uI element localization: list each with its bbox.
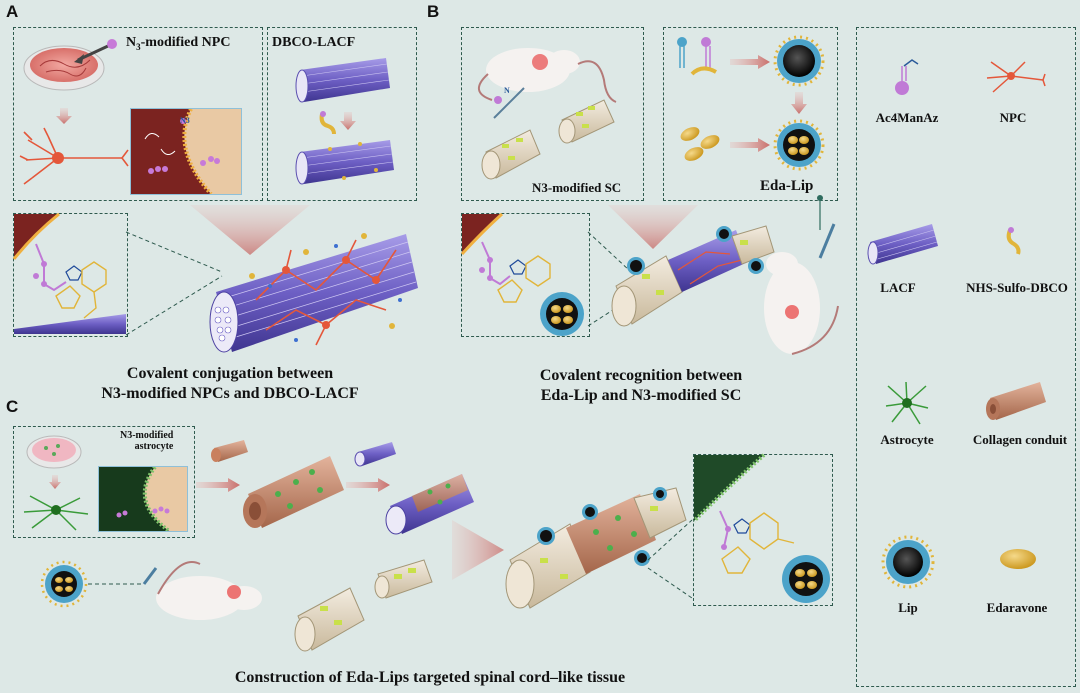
lacf-fiber-bundle — [295, 58, 390, 103]
astrocyte-illustration — [23, 495, 89, 531]
lacf-small — [354, 442, 396, 467]
arrow-down-icon — [340, 112, 356, 130]
arrow-down-icon — [49, 475, 61, 489]
panel-c-caption: Construction of Eda-Lips targeted spinal… — [234, 669, 626, 686]
rat-injection-illustration — [764, 252, 839, 355]
petri-dish-astrocyte — [26, 435, 82, 469]
click-chemistry-structure-c — [692, 453, 830, 603]
arrow-down-icon — [791, 92, 807, 114]
zoom-connector-lines-a — [125, 231, 223, 336]
dbco-linker-icon — [319, 111, 336, 135]
zoom-connector-lines-c — [647, 519, 693, 599]
n-tag: N — [504, 86, 510, 95]
panel-b-lip-box — [663, 27, 838, 201]
collagen-astrocyte-scaffold — [243, 456, 344, 528]
panel-b-caption: Covalent recognition between Eda-Lip and… — [539, 367, 743, 404]
arrow-down-icon — [56, 108, 72, 124]
collagen-conduit-small — [211, 440, 248, 462]
dbco-lacf-fiber-bundle — [295, 140, 394, 185]
click-chemistry-structure-b — [460, 212, 584, 336]
panel-b-sc-box — [461, 27, 644, 201]
converging-arrow-c — [452, 520, 504, 580]
astrocyte-icon — [885, 381, 929, 425]
converging-arrow-b — [608, 205, 698, 249]
injection-connector — [817, 195, 836, 259]
legend-ac4manaz-label: Ac4ManAz — [875, 110, 939, 125]
ac4manaz-icon — [895, 59, 919, 95]
legend-collagen-conduit-label: Collagen conduit — [972, 432, 1068, 447]
eda-lip-sc-assembly — [611, 225, 775, 327]
npc-icon — [986, 61, 1046, 93]
reagent-drop-arrow — [74, 39, 117, 64]
panel-c-astrocyte-box — [13, 426, 195, 538]
nhs-sulfo-dbco-icon — [1006, 227, 1021, 255]
npc-lacf-scaffold — [209, 233, 418, 353]
panel-a-npc-label: N3-modified NPC — [126, 35, 231, 52]
npc-neuron-illustration — [19, 127, 129, 185]
spinal-cord-segments-c — [294, 559, 433, 652]
panel-c-letter: C — [6, 397, 19, 416]
click-chemistry-structure-a — [12, 212, 126, 334]
edaravone-icon — [1000, 549, 1036, 569]
panel-a-chemistry-box — [13, 213, 128, 337]
lip-icon — [881, 535, 935, 589]
panel-c-astro-label: N3-modified astrocyte — [120, 430, 174, 452]
legend-lip-label: Lip — [898, 600, 918, 615]
panel-b-letter: B — [427, 2, 440, 21]
spinal-cord-segment-left — [481, 129, 541, 180]
legend-edaravone-label: Edaravone — [986, 600, 1048, 615]
membrane-zoom-inset — [130, 108, 242, 195]
final-spinal-cord-like-tissue — [505, 487, 687, 609]
panel-b-sc-label: N3-modified SC — [532, 180, 622, 195]
panel-a-npc-box — [13, 27, 263, 201]
legend-npc-label: NPC — [999, 110, 1027, 125]
converging-arrow-a — [190, 205, 310, 255]
panel-a-lacf-label: DBCO-LACF — [272, 35, 356, 50]
syringe-icon — [493, 87, 525, 119]
edaravone-pills-icon — [680, 127, 720, 161]
eda-lip-icon — [40, 560, 88, 608]
arrow-right-icon — [346, 478, 390, 492]
lipid-molecules-icon — [677, 37, 717, 76]
panel-a-caption: Covalent conjugation between N3-modified… — [101, 365, 359, 402]
legend-box — [856, 27, 1076, 687]
rat-illustration — [478, 48, 617, 103]
panel-a-letter: A — [6, 2, 19, 21]
spinal-cord-segment-right — [558, 99, 615, 144]
lacf-icon — [867, 224, 938, 265]
rat-injection-illustration — [142, 561, 262, 620]
astrocyte-zoom-inset — [98, 466, 188, 532]
panel-a-lacf-box — [267, 27, 417, 201]
legend-nhs-sulfo-dbco-label: NHS-Sulfo-DBCO — [966, 280, 1068, 295]
injection-dashed-line — [88, 583, 144, 585]
arrow-right-icon — [730, 138, 770, 152]
arrow-right-icon — [196, 478, 240, 492]
n3-tag: N3 — [180, 116, 190, 125]
legend-astrocyte-label: Astrocyte — [880, 432, 934, 447]
panel-b-chemistry-box — [461, 213, 590, 337]
collagen-lacf-scaffold — [385, 474, 474, 535]
panel-b-lip-label: Eda-Lip — [760, 178, 814, 194]
empty-liposome-icon — [773, 35, 825, 87]
arrow-right-icon — [730, 55, 770, 69]
eda-lip-icon — [773, 119, 825, 171]
legend-lacf-label: LACF — [880, 280, 916, 295]
collagen-conduit-icon — [986, 382, 1046, 420]
